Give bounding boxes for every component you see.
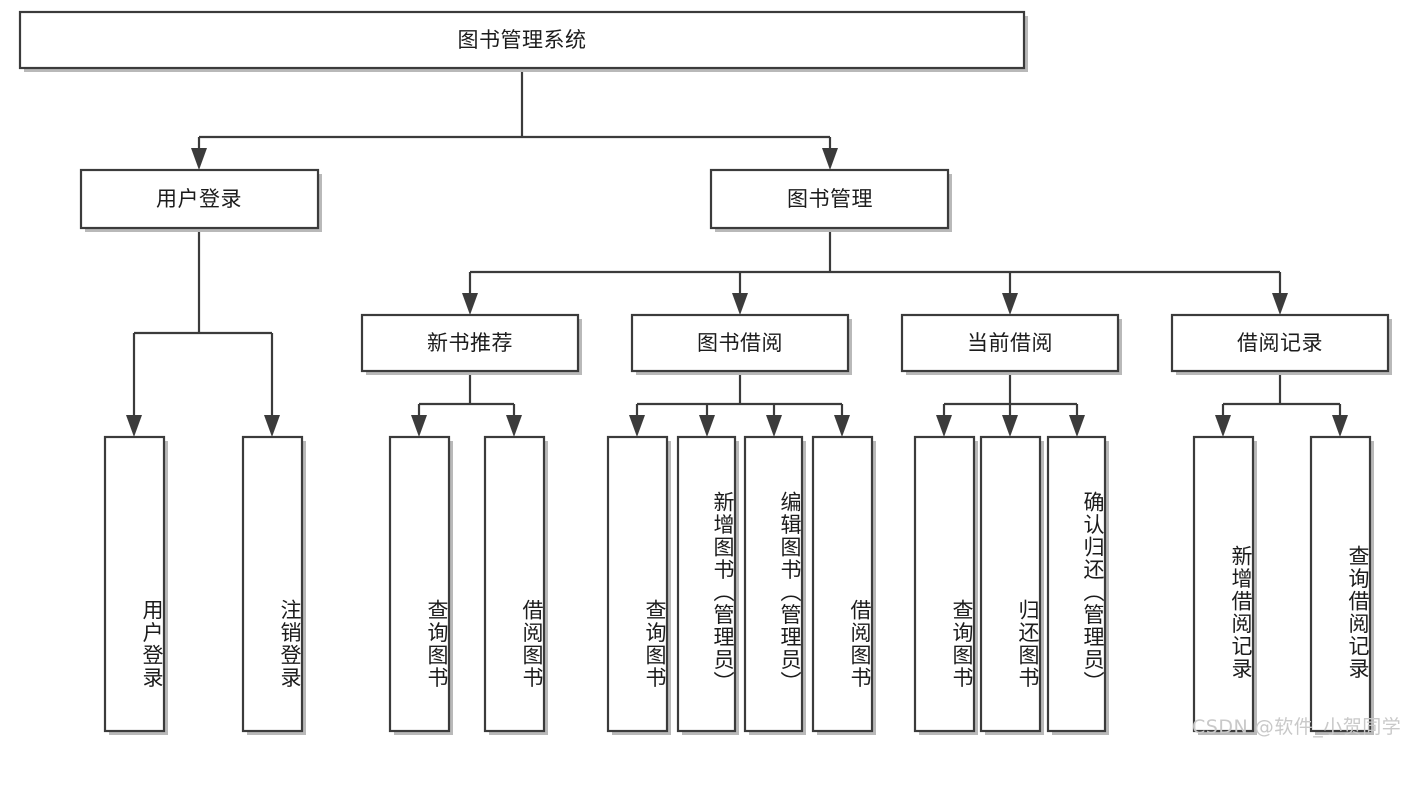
node-root[interactable]: 图书管理系统 [18,10,1028,72]
node-user-login-box[interactable] [79,168,320,230]
node-current-borrow-box[interactable] [900,313,1120,373]
node-leaf-add-record[interactable] [1192,435,1257,735]
diagram-canvas: 图书管理系统 用户登录 图书管理 新书推荐 图书借阅 当前借阅 [18,10,1392,735]
node-leaf-user-login-box[interactable] [103,435,166,733]
connector-group-borrow-record [1215,375,1348,437]
node-root-label: 图书管理系统 [458,28,587,52]
arrowhead-leaf-edit-book [766,415,782,437]
node-leaf-query-book-2-box[interactable] [606,435,669,733]
node-current-borrow[interactable]: 当前借阅 [900,313,1122,375]
connector-group-book-management [462,232,1288,315]
node-leaf-user-login[interactable] [103,435,168,735]
node-leaf-borrow-book-2[interactable] [811,435,876,735]
node-borrow-record[interactable]: 借阅记录 [1170,313,1392,375]
arrowhead-leaf-user-logout [264,415,280,437]
arrowhead-new-book-recommend [462,293,478,315]
node-leaf-query-record[interactable] [1309,435,1374,735]
node-leaf-add-book[interactable] [676,435,739,735]
connector-group-user-login [126,232,280,437]
arrowhead-book-management [822,148,838,170]
node-book-borrow-box[interactable] [630,313,850,373]
arrowhead-leaf-add-book [699,415,715,437]
node-leaf-borrow-book-1[interactable] [483,435,548,735]
node-borrow-record-label: 借阅记录 [1237,331,1323,355]
arrowhead-borrow-record [1272,293,1288,315]
node-root-box[interactable] [18,10,1026,70]
node-user-login-label: 用户登录 [156,187,242,211]
arrowhead-leaf-confirm-return [1069,415,1085,437]
watermark-label: CSDN @软件_小贺同学 [1192,716,1402,738]
node-book-management[interactable]: 图书管理 [709,168,952,232]
arrowhead-leaf-borrow-book-1 [506,415,522,437]
node-current-borrow-label: 当前借阅 [967,331,1053,355]
node-new-book-recommend-box[interactable] [360,313,580,373]
node-leaf-edit-book[interactable] [743,435,806,735]
arrowhead-leaf-query-book-3 [936,415,952,437]
node-borrow-record-box[interactable] [1170,313,1390,373]
node-user-login[interactable]: 用户登录 [79,168,322,232]
node-leaf-confirm-return[interactable] [1046,435,1109,735]
node-leaf-confirm-return-box[interactable] [1046,435,1107,733]
node-new-book-recommend-label: 新书推荐 [427,331,513,355]
node-book-borrow[interactable]: 图书借阅 [630,313,852,375]
arrowhead-book-borrow [732,293,748,315]
node-leaf-query-record-box[interactable] [1309,435,1372,733]
node-leaf-borrow-book-2-box[interactable] [811,435,874,733]
arrowhead-leaf-query-book-2 [629,415,645,437]
node-leaf-query-book-3[interactable] [913,435,978,735]
node-leaf-add-record-box[interactable] [1192,435,1255,733]
node-leaf-query-book-2[interactable] [606,435,671,735]
node-leaf-user-logout-box[interactable] [241,435,304,733]
node-book-management-label: 图书管理 [787,187,873,211]
node-new-book-recommend[interactable]: 新书推荐 [360,313,582,375]
arrowhead-user-login [191,148,207,170]
node-book-borrow-label: 图书借阅 [697,331,783,355]
arrowhead-leaf-user-login [126,415,142,437]
node-leaf-add-book-box[interactable] [676,435,737,733]
arrowhead-leaf-add-record [1215,415,1231,437]
node-leaf-user-logout[interactable] [241,435,306,735]
arrowhead-leaf-return-book [1002,415,1018,437]
arrowhead-leaf-query-record [1332,415,1348,437]
node-book-management-box[interactable] [709,168,950,230]
diagram-root: 图书管理系统 用户登录 图书管理 新书推荐 图书借阅 当前借阅 [18,10,1402,738]
node-leaf-borrow-book-1-box[interactable] [483,435,546,733]
node-leaf-return-book-box[interactable] [979,435,1042,733]
arrowhead-leaf-borrow-book-2 [834,415,850,437]
connector-group-book-borrow [629,375,850,437]
arrowhead-leaf-query-book-1 [411,415,427,437]
arrowhead-current-borrow [1002,293,1018,315]
node-leaf-return-book[interactable] [979,435,1044,735]
node-leaf-query-book-3-box[interactable] [913,435,976,733]
node-leaf-edit-book-box[interactable] [743,435,804,733]
node-leaf-query-book-1[interactable] [388,435,453,735]
connector-group-current-borrow [936,375,1085,437]
connector-group-new-book-recommend [411,375,522,437]
connector-group-root [191,68,838,170]
node-leaf-query-book-1-box[interactable] [388,435,451,733]
